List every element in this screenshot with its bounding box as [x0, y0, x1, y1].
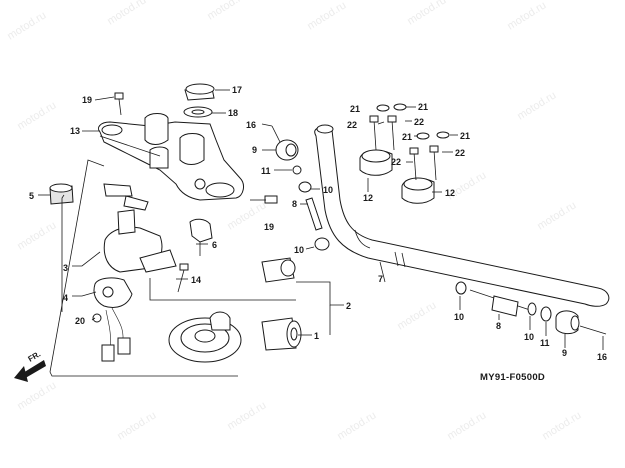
callout-5: 5 [29, 191, 34, 201]
callout-11: 11 [540, 338, 550, 348]
callout-10: 10 [524, 332, 534, 342]
callout-21: 21 [460, 131, 470, 141]
callout-6: 6 [212, 240, 217, 250]
bar-end-weight-part [275, 139, 299, 161]
lock-housing-part [261, 257, 296, 283]
callout-22: 22 [391, 157, 401, 167]
fuel-cap-part [168, 311, 242, 363]
callout-3: 3 [63, 263, 68, 273]
callout-16: 16 [246, 120, 256, 130]
holder-bolt-part [429, 145, 439, 181]
nut-part [416, 132, 430, 140]
watermark: motod.ru [395, 299, 438, 332]
screw-part [92, 313, 102, 323]
watermark: motod.ru [535, 199, 578, 232]
callout-19: 19 [82, 95, 92, 105]
bolt-part [250, 195, 278, 204]
seal-part [527, 302, 537, 316]
callout-9: 9 [252, 145, 257, 155]
callout-21: 21 [402, 132, 412, 142]
callout-22: 22 [455, 148, 465, 158]
seal-part [455, 281, 467, 295]
callout-17: 17 [232, 85, 242, 95]
front-direction-arrow: FR. [14, 349, 46, 382]
callout-21: 21 [350, 104, 360, 114]
watermark: motod.ru [225, 199, 268, 232]
top-nut-part [183, 83, 215, 118]
callout-10: 10 [323, 185, 333, 195]
callout-12: 12 [363, 193, 373, 203]
callout-10: 10 [294, 245, 304, 255]
callout-20: 20 [75, 316, 85, 326]
watermark: motod.ru [515, 89, 558, 122]
bolt-part [114, 92, 124, 116]
watermark: motod.ru [15, 219, 58, 252]
screw-part [579, 325, 607, 335]
lock-cylinder-part [261, 317, 302, 351]
callout-18: 18 [228, 108, 238, 118]
holder-bolt-part [387, 115, 397, 151]
callout-9: 9 [562, 348, 567, 358]
diagram-code: MY91-F0500D [480, 372, 545, 383]
seal-part [314, 237, 330, 251]
callout-4: 4 [63, 293, 68, 303]
holder-bolt-part [409, 147, 419, 181]
handlebar-holder-part [359, 149, 393, 176]
callout-22: 22 [347, 120, 357, 130]
screw-part [177, 263, 189, 293]
callout-19: 19 [264, 222, 274, 232]
watermark: motod.ru [225, 399, 268, 432]
watermark: motod.ru [5, 9, 48, 42]
callout-14: 14 [191, 275, 201, 285]
steering-lock-part [93, 277, 133, 362]
watermark: motod.ru [15, 99, 58, 132]
nut-part [376, 104, 390, 112]
callout-8: 8 [496, 321, 501, 331]
nut-part [393, 103, 407, 111]
direction-label: FR. [27, 349, 43, 363]
watermark: motod.ru [205, 0, 248, 23]
watermark: motod.ru [305, 0, 348, 33]
rod-part [469, 289, 531, 317]
key-part [189, 218, 213, 256]
seal-part [298, 181, 312, 193]
holder-bolt-part [369, 115, 379, 151]
callout-2: 2 [346, 301, 351, 311]
callout-7: 7 [378, 274, 383, 284]
bar-end-weight-part [555, 310, 580, 335]
bearing-race-part [49, 183, 74, 205]
assembly-frame [49, 159, 296, 377]
callout-1: 1 [314, 331, 319, 341]
screw-part [271, 125, 281, 143]
watermark: motod.ru [115, 409, 158, 442]
rod-part [305, 197, 323, 231]
collar-part [292, 165, 302, 175]
callout-16: 16 [597, 352, 607, 362]
callout-8: 8 [292, 199, 297, 209]
handlebar-part [314, 124, 610, 307]
watermark: motod.ru [405, 0, 448, 28]
callout-12: 12 [445, 188, 455, 198]
callout-10: 10 [454, 312, 464, 322]
callout-11: 11 [261, 166, 271, 176]
watermark: motod.ru [445, 409, 488, 442]
collar-part [540, 306, 552, 322]
handlebar-holder-part [401, 177, 435, 204]
watermark: motod.ru [105, 0, 148, 28]
callout-22: 22 [414, 117, 424, 127]
leader-lines [38, 89, 604, 350]
watermark: motod.ru [540, 409, 583, 442]
nut-part [436, 131, 450, 139]
callout-labels: 19 13 17 18 5 6 14 3 4 20 16 9 11 10 19 … [29, 85, 607, 362]
watermark: motod.ru [505, 0, 548, 33]
watermark: motod.ru [15, 379, 58, 412]
ignition-switch-part [103, 183, 177, 273]
callout-21: 21 [418, 102, 428, 112]
watermark: motod.ru [335, 409, 378, 442]
top-bridge-part [97, 113, 244, 201]
callout-13: 13 [70, 126, 80, 136]
